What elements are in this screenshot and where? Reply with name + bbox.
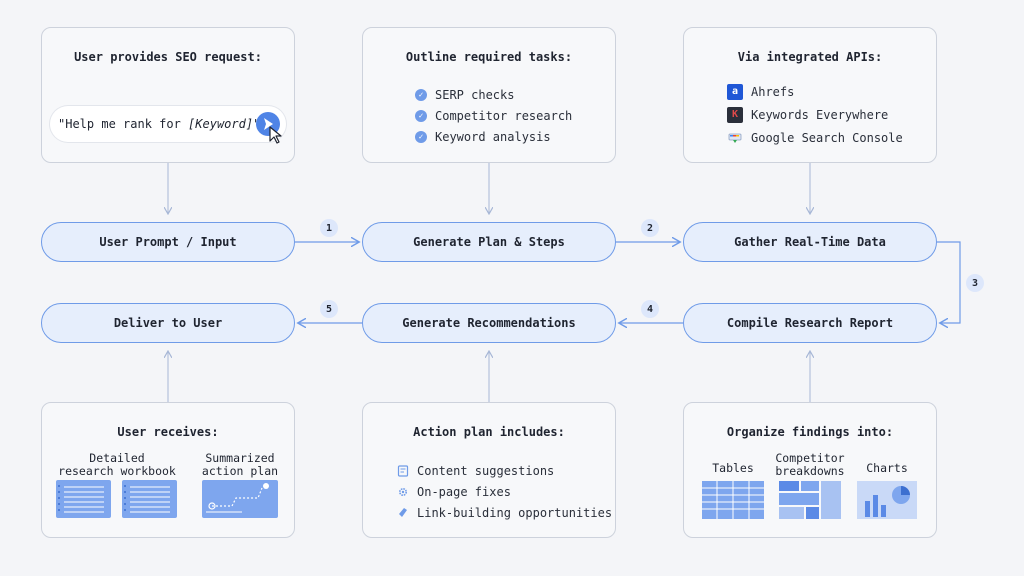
workbook-illustration — [56, 480, 177, 518]
tables-label: Tables — [712, 461, 754, 475]
pill-gather-data: Gather Real-Time Data — [683, 222, 937, 262]
content-icon — [397, 464, 409, 477]
list-item: K Keywords Everywhere — [727, 103, 903, 126]
link-icon — [399, 507, 407, 517]
pill-generate-plan: Generate Plan & Steps — [362, 222, 616, 262]
card-integrated-apis: Via integrated APIs: a Ahrefs K Keywords… — [683, 27, 937, 163]
breakdowns-label: Competitor breakdowns — [772, 452, 848, 478]
step-badge-2: 2 — [641, 219, 659, 237]
workbook-label: Detailed research workbook — [52, 452, 182, 478]
pill-user-prompt: User Prompt / Input — [41, 222, 295, 262]
card-title: Action plan includes: — [413, 425, 565, 439]
action-label: Content suggestions — [417, 463, 555, 478]
list-item: a Ahrefs — [727, 80, 903, 103]
card-title: Outline required tasks: — [405, 50, 573, 64]
card-title: User provides SEO request: — [74, 50, 262, 64]
charts-label: Charts — [866, 461, 908, 475]
step-badge-1: 1 — [320, 219, 338, 237]
prompt-text-prefix: "Help me rank for — [58, 117, 189, 131]
step-badge-3: 3 — [966, 274, 984, 292]
send-button[interactable] — [256, 112, 280, 136]
list-item: ✓ SERP checks — [415, 84, 572, 105]
api-list: a Ahrefs K Keywords Everywhere Google Se… — [727, 80, 903, 149]
card-title: Via integrated APIs: — [737, 50, 883, 64]
pill-compile-report: Compile Research Report — [683, 303, 937, 343]
api-label: Google Search Console — [751, 130, 903, 145]
task-label: SERP checks — [435, 87, 515, 102]
action-label: On-page fixes — [417, 484, 511, 499]
prompt-input[interactable]: "Help me rank for [Keyword]" — [50, 106, 286, 142]
card-seo-request: User provides SEO request: — [41, 27, 295, 163]
tables-illustration — [702, 481, 764, 519]
breakdowns-illustration — [779, 481, 841, 519]
action-plan-illustration — [202, 480, 278, 518]
list-item: ✓ Keyword analysis — [415, 126, 572, 147]
step-badge-4: 4 — [641, 300, 659, 318]
card-required-tasks: Outline required tasks: ✓ SERP checks ✓ Co… — [362, 27, 616, 163]
action-plan-label: Summarized action plan — [190, 452, 290, 478]
api-label: Keywords Everywhere — [751, 107, 889, 122]
pill-generate-recommendations: Generate Recommendations — [362, 303, 616, 343]
prompt-keyword: [Keyword] — [188, 117, 254, 131]
card-action-plan: Action plan includes: Content suggestion… — [362, 402, 616, 538]
keywords-everywhere-logo: K — [727, 106, 743, 123]
list-item: Google Search Console — [727, 126, 903, 149]
api-label: Ahrefs — [751, 84, 795, 99]
charts-illustration — [857, 481, 917, 519]
flow-arrow-3 — [937, 241, 961, 323]
card-title: Organize findings into: — [726, 425, 894, 439]
workbook-label-line-2: research workbook — [58, 464, 176, 478]
task-label: Competitor research — [435, 108, 573, 123]
check-circle-icon: ✓ — [415, 109, 427, 122]
task-label: Keyword analysis — [435, 129, 551, 144]
card-title: User receives: — [117, 425, 219, 439]
action-plan-label-line-1: Summarized — [205, 451, 275, 465]
check-circle-icon: ✓ — [415, 88, 427, 101]
step-badge-5: 5 — [320, 300, 338, 318]
breakdowns-label-line-1: Competitor — [775, 451, 845, 465]
send-icon — [264, 118, 273, 130]
workbook-label-line-1: Detailed — [89, 451, 145, 465]
check-circle-icon: ✓ — [415, 130, 427, 143]
ahrefs-logo: a — [727, 83, 743, 100]
list-item: On-page fixes — [397, 481, 612, 502]
gear-icon — [398, 487, 408, 496]
action-list: Content suggestions On-page fixes Link-b… — [397, 460, 612, 523]
list-item: Content suggestions — [397, 460, 612, 481]
task-list: ✓ SERP checks ✓ Competitor research ✓ Keywo… — [415, 84, 572, 147]
list-item: ✓ Competitor research — [415, 105, 572, 126]
cursor-icon — [269, 126, 282, 144]
list-item: Link-building opportunities — [397, 502, 612, 523]
action-plan-label-line-2: action plan — [201, 464, 279, 478]
breakdowns-label-line-2: breakdowns — [775, 464, 845, 478]
action-label: Link-building opportunities — [417, 505, 613, 520]
google-search-console-icon — [728, 133, 742, 143]
pill-deliver: Deliver to User — [41, 303, 295, 343]
